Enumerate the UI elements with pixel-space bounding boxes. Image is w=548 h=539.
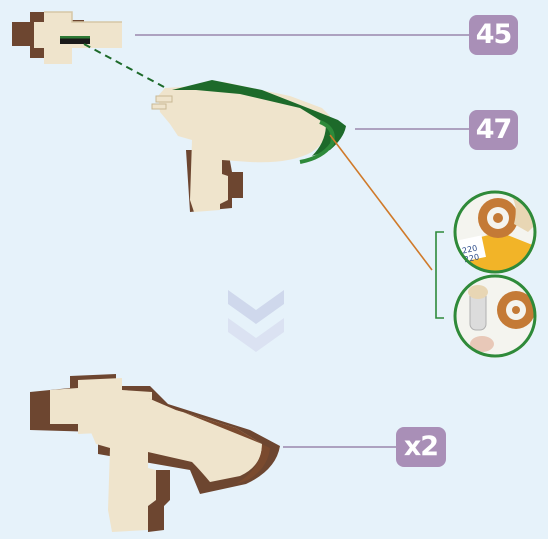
part-number-badge-45: 45	[469, 15, 518, 55]
detail-inset-bottom	[450, 274, 540, 364]
part-47-handle-piece	[152, 80, 346, 212]
double-chevron-down-icon	[228, 290, 284, 352]
assembled-handle	[30, 374, 280, 532]
detail-callout-line	[330, 135, 432, 270]
inset-bracket	[436, 232, 444, 318]
quantity-badge: x2	[396, 427, 446, 467]
detail-inset-top: 220 220	[450, 190, 540, 280]
part-number-badge-47: 47	[469, 110, 518, 150]
assembly-guide-line	[84, 44, 164, 87]
